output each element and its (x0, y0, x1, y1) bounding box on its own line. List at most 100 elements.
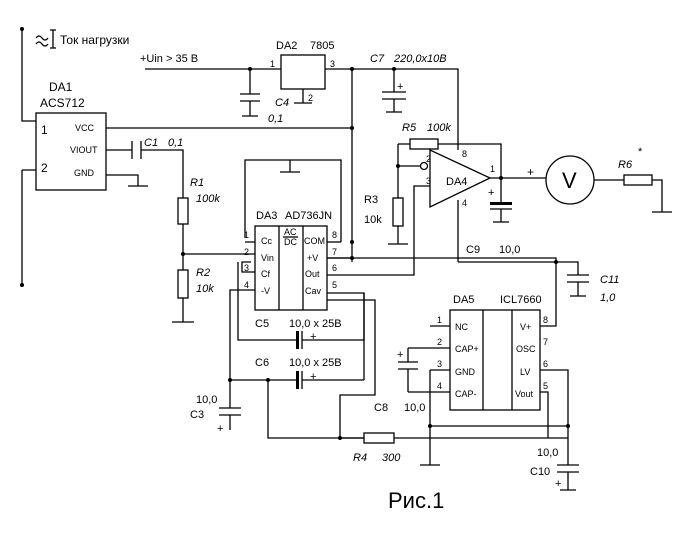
da3-out-label: Out (305, 269, 320, 279)
da5-capp-label: CAP+ (455, 344, 479, 354)
c5-plus: + (310, 331, 316, 343)
da5-vp-label: V+ (520, 322, 531, 332)
da5-pin2: 2 (437, 337, 442, 347)
da3-pin7: 7 (332, 247, 337, 257)
da5-pin7: 7 (543, 337, 548, 347)
da2-ref: DA2 (276, 40, 297, 52)
da3-pin8: 8 (332, 230, 337, 240)
da3-ref: DA3 (256, 210, 277, 222)
load-current-label: Ток нагрузки (60, 33, 129, 47)
c11-value: 1,0 (600, 292, 616, 304)
r1-resistor: R1 100k (177, 177, 220, 270)
da1-gnd-label: GND (74, 168, 95, 178)
da1-ref: DA1 (49, 80, 73, 94)
da5-osc-label: OSC (516, 344, 536, 354)
uin-label: +Uin > 35 В (140, 53, 198, 65)
current-i-icon (50, 29, 56, 49)
r5-ref: R5 (402, 122, 417, 134)
r5-value: 100k (427, 122, 451, 134)
c10-value: 10,0 (537, 447, 558, 459)
da4-pin2: 2 (426, 154, 431, 164)
da3-pv-label: +V (307, 253, 318, 263)
da3-pin4: 4 (244, 280, 249, 290)
da5-pin6: 6 (543, 359, 548, 369)
da4-pin8: 8 (462, 149, 467, 159)
c8-plus: + (397, 349, 403, 361)
c1-value: 0,1 (168, 137, 183, 149)
r3-value: 10k (364, 214, 382, 226)
da3-vin-label: Vin (261, 253, 274, 263)
da4-body (429, 148, 492, 209)
c11-capacitor: C11 1,0 (554, 260, 619, 304)
da2-part: 7805 (310, 40, 334, 52)
da3-top-ground (280, 160, 300, 173)
da1-acs712: DA1 ACS712 1 2 VCC VIOUT GND (35, 80, 352, 198)
c5-ref: C5 (255, 318, 269, 330)
da4-ref: DA4 (446, 176, 467, 188)
c8-ref: C8 (374, 402, 388, 414)
c9-value: 10,0 (499, 244, 520, 256)
da3-ad736jn: DA3 AD736JN AC DC Cc Vin Cf -V 1 2 3 4 C… (183, 159, 557, 380)
da1-part: ACS712 (40, 96, 85, 110)
c7-value: 220,0x10В (393, 53, 447, 65)
da4-pin1: 1 (490, 164, 495, 174)
da1-vcc-label: VCC (75, 123, 95, 133)
r4-ref: R4 (353, 452, 367, 464)
c8-value: 10,0 (404, 402, 425, 414)
da3-cc-label: Cc (261, 236, 272, 246)
da5-pin8: 8 (543, 315, 548, 325)
c6-ref: C6 (255, 357, 269, 369)
c7-ref: C7 (370, 53, 385, 65)
r6-mark: * (638, 146, 643, 158)
voltmeter-symbol: V (562, 168, 577, 193)
da5-capm-label: CAP- (455, 389, 477, 399)
c7-plus: + (397, 81, 403, 93)
da5-vout-label: Vout (515, 389, 534, 399)
da5-body (449, 309, 541, 411)
da3-pin1: 1 (244, 230, 249, 240)
c6-capacitor: + C6 10,0 x 25В (228, 357, 364, 389)
c1-ref: C1 (144, 137, 158, 149)
da2-7805: DA2 7805 1 2 3 +Uin > 35 В (140, 40, 459, 150)
da4-plus: + (488, 187, 494, 199)
c4-value: 0,1 (268, 113, 283, 125)
da3-cav-label: Cav (305, 286, 322, 296)
da4-opamp: DA4 2 3 8 1 4 + (396, 143, 556, 263)
c6-value: 10,0 x 25В (289, 357, 342, 369)
r3-ref: R3 (364, 194, 378, 206)
r6-ref: R6 (618, 159, 633, 171)
da3-v-label: -V (261, 286, 270, 296)
c10-capacitor: + 10,0 C10 (530, 426, 579, 491)
c9-ref: C9 (466, 244, 480, 256)
r2-resistor: R2 10k (172, 267, 214, 323)
da3-pin5: 5 (332, 280, 337, 290)
da3-dc: DC (284, 237, 297, 247)
da2-pin2: 2 (308, 93, 313, 103)
da1-gnd (106, 174, 148, 187)
r4-value: 300 (382, 452, 401, 464)
plus5v-rail (325, 68, 459, 150)
c4-ref: C4 (275, 97, 289, 109)
da5-ref: DA5 (453, 294, 474, 306)
da1-pin1: 1 (41, 123, 48, 137)
da3-cc-com-loop (244, 159, 342, 242)
voltmeter-plus: + (527, 165, 534, 179)
ac-symbol-icon (35, 35, 49, 47)
da5-icl7660: DA5 ICL7660 NC CAP+ GND CAP- 1 2 3 4 V+ … (340, 262, 570, 466)
c4-capacitor: C4 0,1 (240, 69, 289, 125)
da5-pin1: 1 (437, 315, 442, 325)
da3-com-label: COM (304, 236, 325, 246)
c3-plus: + (217, 423, 223, 435)
da3-pin3: 3 (244, 263, 249, 273)
r1-ref: R1 (190, 177, 204, 189)
da5-pin4: 4 (437, 381, 442, 391)
da3-cf-label: Cf (261, 269, 270, 279)
da2-pin1: 1 (270, 59, 275, 69)
da5-pin5: 5 (543, 381, 548, 391)
c8-capacitor: + C8 10,0 (374, 348, 425, 414)
r4-resistor: R4 300 (327, 299, 401, 464)
da4-pin4: 4 (462, 198, 467, 208)
r5-resistor: R5 100k (402, 122, 451, 150)
r1-value: 100k (196, 193, 220, 205)
